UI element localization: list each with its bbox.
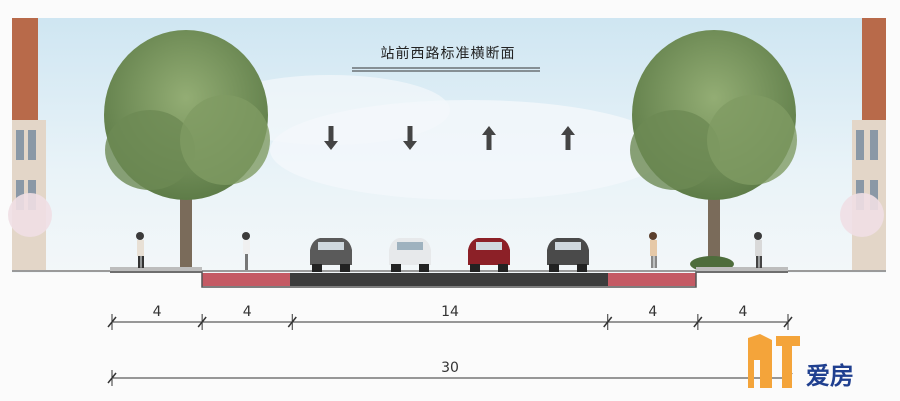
car-lane-4: [547, 238, 589, 272]
arrow-down-icon: [324, 126, 338, 150]
total-dim-label: 30: [441, 360, 459, 376]
building-right: [840, 18, 886, 270]
dimension-lines: 4 4 14 4 4 30: [107, 304, 793, 386]
lane-arrows: [324, 126, 575, 150]
arrow-up-icon: [561, 126, 575, 150]
car-lane-1: [310, 238, 352, 272]
cyclist-left: [242, 232, 250, 270]
logo: 爱房: [748, 334, 854, 390]
logo-mark-2: [776, 336, 800, 388]
cloud: [210, 75, 450, 145]
dim-label-2: 14: [441, 304, 459, 320]
diagram-title: 站前西路标准横断面: [381, 45, 516, 62]
logo-mark: [748, 334, 772, 388]
ground-profile: [12, 267, 886, 288]
tree-left: [104, 30, 270, 270]
pedestrian-right-2: [754, 232, 762, 268]
dim-label-1: 4: [243, 304, 252, 320]
sidewalk-left: [110, 267, 202, 273]
arrow-up-icon: [482, 126, 496, 150]
dim-label-4: 4: [738, 304, 747, 320]
sidewalk-right: [696, 267, 788, 273]
car-lane-2: [389, 238, 431, 272]
building-left: [8, 18, 52, 270]
pedestrian-left: [136, 232, 144, 268]
arrow-down-icon: [403, 126, 417, 150]
dim-label-0: 4: [153, 304, 162, 320]
dim-label-3: 4: [648, 304, 657, 320]
bike-lane-left: [202, 273, 290, 286]
car-lane-3: [468, 238, 510, 272]
carriageway: [290, 273, 608, 286]
pedestrian-right: [649, 232, 657, 268]
logo-text: 爱房: [806, 362, 854, 390]
bike-lane-right: [608, 273, 696, 286]
